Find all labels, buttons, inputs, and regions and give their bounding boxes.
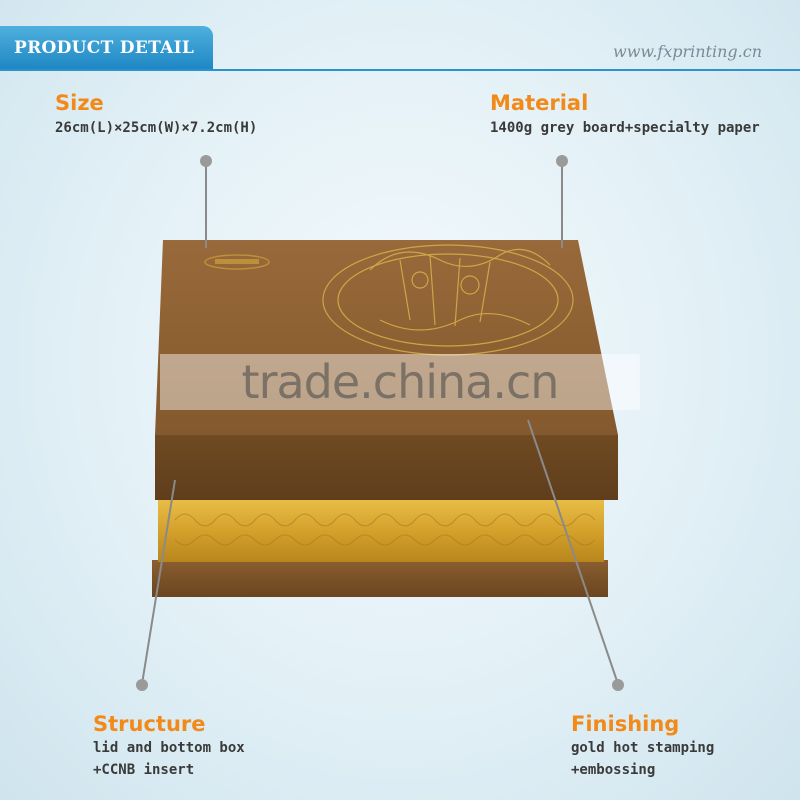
finishing-text-line2: +embossing xyxy=(571,762,656,778)
embossed-pattern xyxy=(174,513,596,546)
structure-text-line2: +CCNB insert xyxy=(93,762,195,778)
structure-title: Structure xyxy=(93,712,206,736)
size-text: 26cm(L)×25cm(W)×7.2cm(H) xyxy=(55,120,258,136)
product-detail-tab: PRODUCT DETAIL xyxy=(0,26,213,70)
material-callout-dot xyxy=(556,155,568,167)
lid-front xyxy=(155,435,618,500)
size-title: Size xyxy=(55,91,104,115)
structure-callout-dot xyxy=(136,679,148,691)
watermark: trade.china.cn xyxy=(160,354,640,410)
gold-stamped-artwork xyxy=(322,244,574,356)
site-url: www.fxprinting.cn xyxy=(613,42,762,61)
box-base xyxy=(152,560,608,597)
finishing-callout-dot xyxy=(612,679,624,691)
structure-text-line1: lid and bottom box xyxy=(93,740,245,756)
header-divider xyxy=(0,69,800,71)
finishing-title: Finishing xyxy=(571,712,680,736)
size-callout-dot xyxy=(200,155,212,167)
lid-logo xyxy=(204,254,270,270)
lid-top xyxy=(155,240,618,435)
material-text: 1400g grey board+specialty paper xyxy=(490,120,760,136)
material-title: Material xyxy=(490,91,589,115)
finishing-text-line1: gold hot stamping xyxy=(571,740,715,756)
